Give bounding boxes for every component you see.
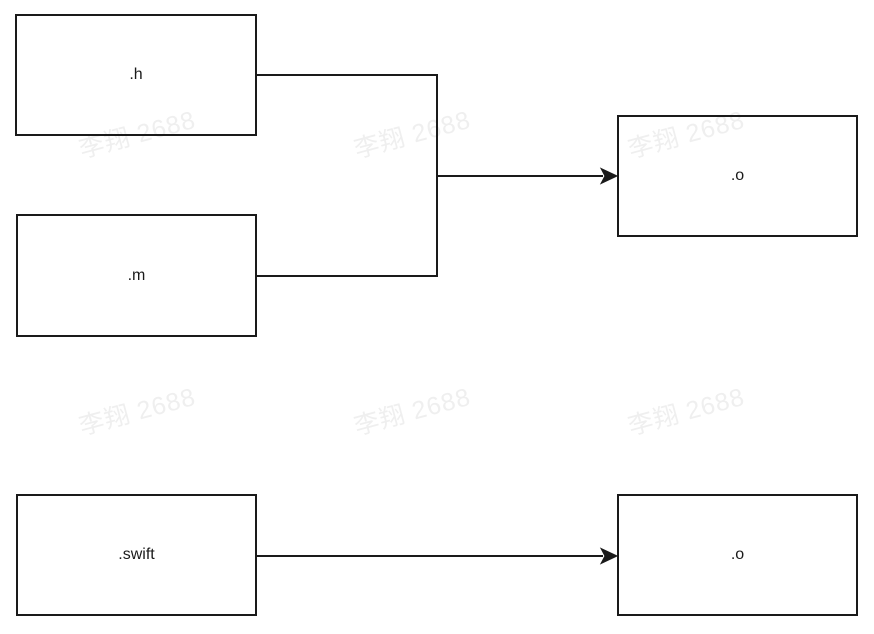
edge-merge-bracket <box>257 74 438 277</box>
node-m-file: .m <box>16 214 257 337</box>
arrowhead-top <box>599 167 619 185</box>
node-o-file-top: .o <box>617 115 858 237</box>
node-label: .o <box>730 546 745 563</box>
node-label: .h <box>129 66 143 83</box>
node-label: .m <box>127 266 146 284</box>
arrowhead-bottom <box>599 547 619 565</box>
node-h-file: .h <box>15 14 257 136</box>
node-swift-file: .swift <box>16 494 257 616</box>
node-o-file-bottom: .o <box>617 494 858 616</box>
node-label: .o <box>730 167 745 184</box>
node-label: .swift <box>118 546 155 563</box>
